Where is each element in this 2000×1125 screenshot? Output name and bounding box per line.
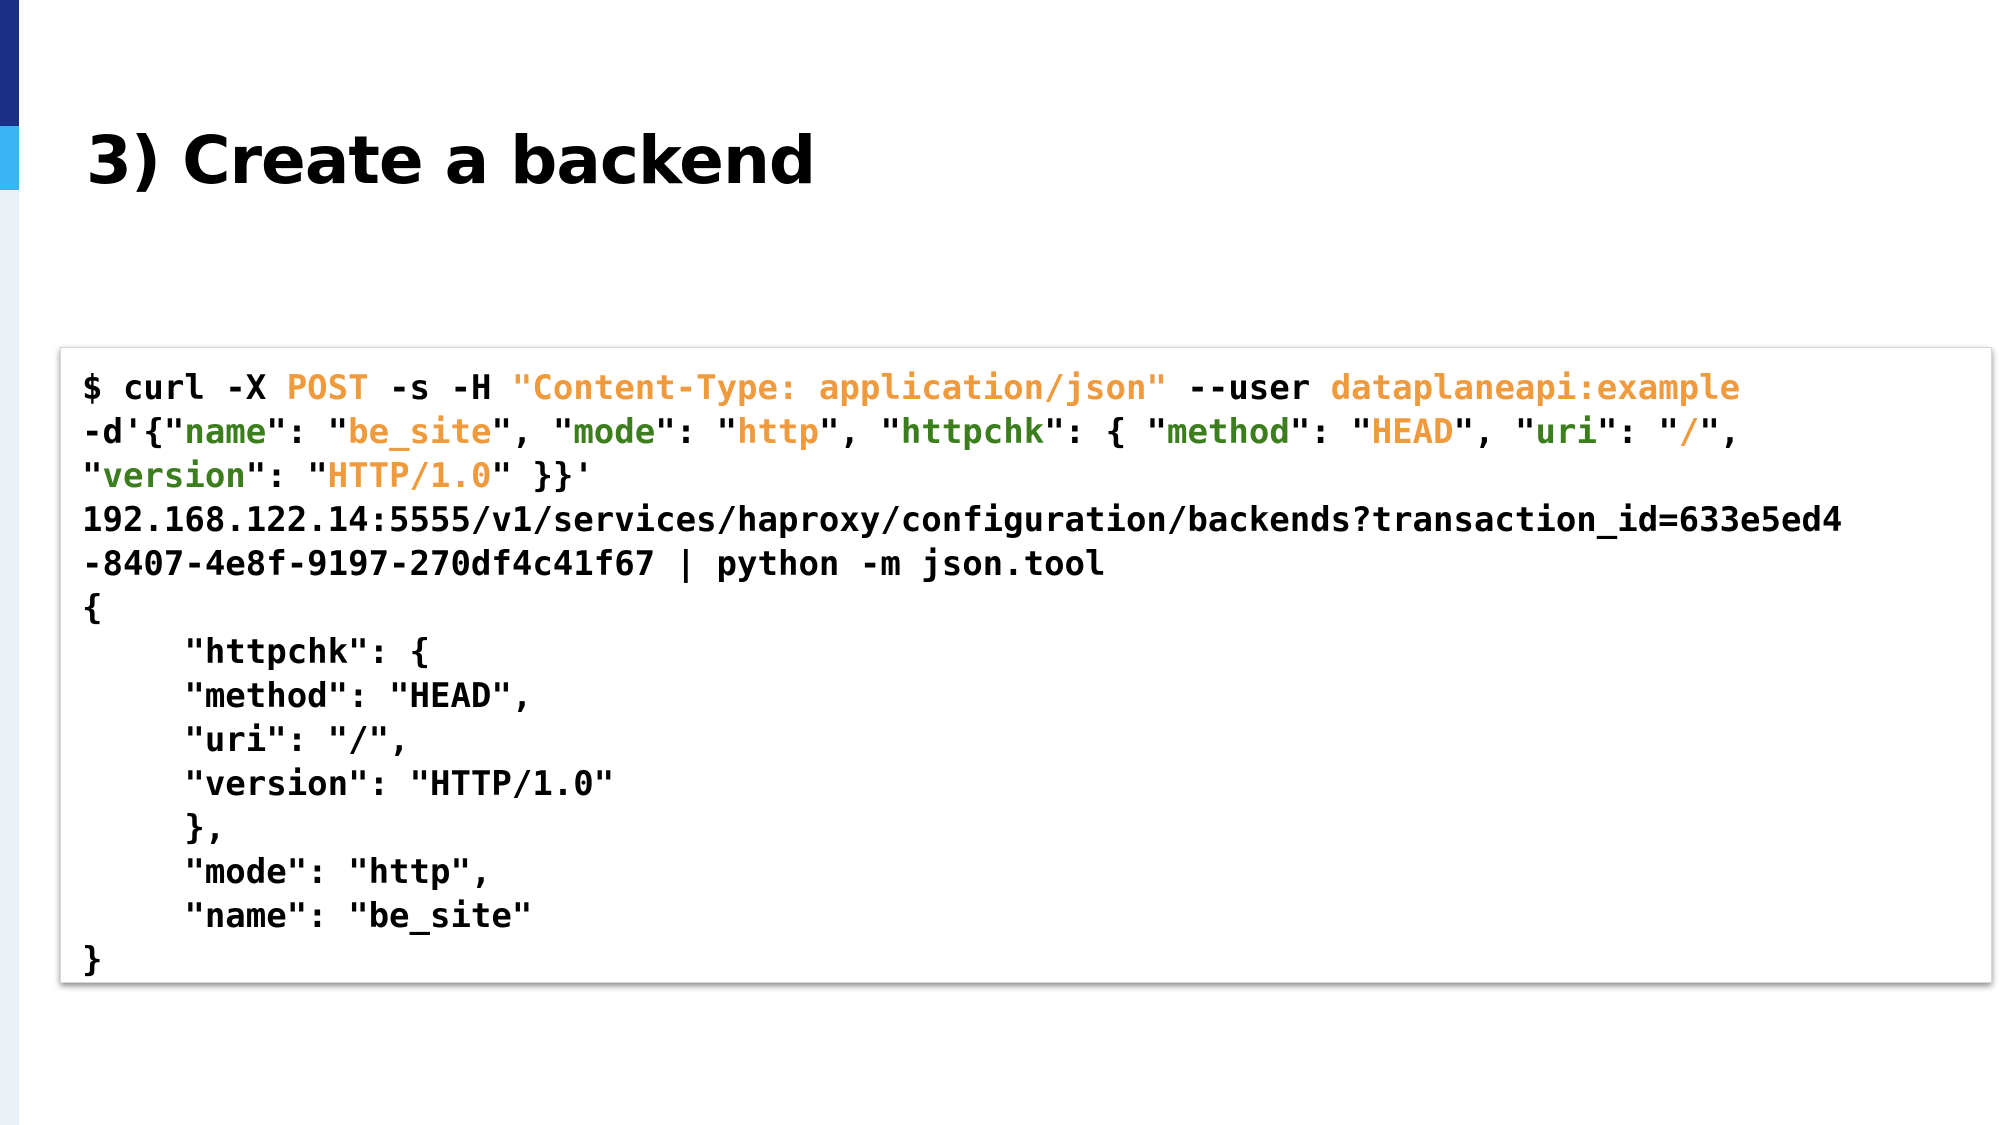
code-token: -d'{" <box>82 412 185 452</box>
code-token: ": " <box>245 456 328 496</box>
code-token: ": " <box>266 412 349 452</box>
code-line: "version": "HTTP/1.0" }}' <box>82 454 1969 498</box>
code-line: "uri": "/", <box>82 718 1969 762</box>
code-line: "httpchk": { <box>82 630 1969 674</box>
accent-bar-light <box>0 126 19 190</box>
code-token: mode <box>573 412 656 452</box>
code-line: "method": "HEAD", <box>82 674 1969 718</box>
code-token: $ curl -X <box>82 368 287 408</box>
code-token: ": " <box>1596 412 1679 452</box>
code-token: -8407-4e8f-9197-270df4c41f67 | python -m… <box>82 544 1106 584</box>
code-token: version <box>102 456 246 496</box>
slide-title: 3) Create a backend <box>86 122 816 199</box>
code-token: "mode": "http", <box>82 852 492 892</box>
code-line: }, <box>82 806 1969 850</box>
code-token: "uri": "/", <box>82 720 410 760</box>
code-token: POST <box>286 368 369 408</box>
code-line: $ curl -X POST -s -H "Content-Type: appl… <box>82 366 1969 410</box>
code-line: "name": "be_site" <box>82 894 1969 938</box>
code-token: HTTP/1.0 <box>327 456 492 496</box>
code-line: { <box>82 586 1969 630</box>
code-token: ", " <box>1453 412 1536 452</box>
code-token: "Content-Type: application/json" <box>511 368 1167 408</box>
code-token: httpchk <box>900 412 1045 452</box>
code-block: $ curl -X POST -s -H "Content-Type: appl… <box>60 347 1992 983</box>
code-token: -s -H <box>368 368 512 408</box>
code-line: -d'{"name": "be_site", "mode": "http", "… <box>82 410 1969 454</box>
code-content: $ curl -X POST -s -H "Content-Type: appl… <box>82 366 1969 982</box>
code-token: } <box>82 940 103 980</box>
code-token: name <box>184 412 267 452</box>
left-rail <box>0 0 19 1125</box>
code-token: ": { " <box>1044 412 1168 452</box>
code-token: "method": "HEAD", <box>82 676 533 716</box>
code-token: "version": "HTTP/1.0" <box>82 764 615 804</box>
code-token: }, <box>82 808 226 848</box>
code-token: be_site <box>348 412 492 452</box>
code-line: -8407-4e8f-9197-270df4c41f67 | python -m… <box>82 542 1969 586</box>
code-token: { <box>82 588 103 628</box>
code-token: ", " <box>491 412 574 452</box>
code-line: "version": "HTTP/1.0" <box>82 762 1969 806</box>
code-token: " }}' <box>491 456 594 496</box>
code-token: --user <box>1166 368 1331 408</box>
code-token: "httpchk": { <box>82 632 430 672</box>
code-token: " <box>82 456 103 496</box>
code-line: "mode": "http", <box>82 850 1969 894</box>
accent-bar-dark <box>0 0 19 126</box>
code-token: ", " <box>819 412 901 452</box>
code-token: ": " <box>655 412 738 452</box>
code-token: 192.168.122.14:5555/v1/services/haproxy/… <box>82 500 1843 540</box>
code-token: http <box>737 412 819 452</box>
code-token: method <box>1167 412 1290 452</box>
code-token: ": " <box>1289 412 1372 452</box>
code-token: "name": "be_site" <box>82 896 533 936</box>
code-token: uri <box>1535 412 1597 452</box>
code-token: ", <box>1699 412 1741 452</box>
code-token: HEAD <box>1371 412 1454 452</box>
code-line: } <box>82 938 1969 982</box>
code-line: 192.168.122.14:5555/v1/services/haproxy/… <box>82 498 1969 542</box>
code-token: / <box>1678 412 1700 452</box>
code-token: dataplaneapi:example <box>1330 368 1741 408</box>
